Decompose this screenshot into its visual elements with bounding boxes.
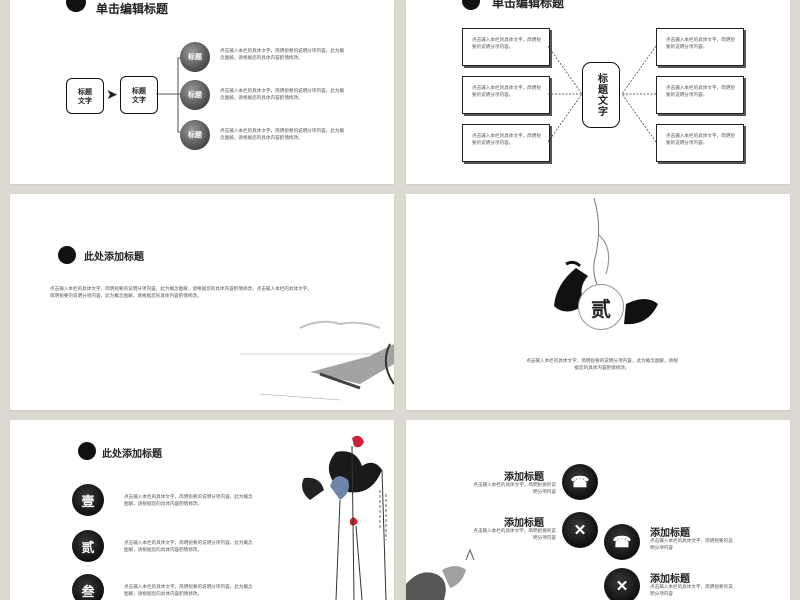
node-2-text: 点击输入本栏的具体文字，简明扼要的说明分项内容，此为概 念图解，请根据您的具体内… — [220, 89, 345, 101]
number-circle-3: 叁 — [72, 574, 104, 600]
number-circle-1: 壹 — [72, 484, 104, 516]
right-box-1: 点击输入本栏的具体文字，简明扼要的说明分项内容。 — [656, 28, 744, 66]
phone-icon: ☎ — [562, 464, 598, 500]
phone-icon: ☎ — [604, 524, 640, 560]
slide-2-title: 单击编辑标题 — [492, 0, 565, 10]
item-4-title: 添加标题 — [650, 574, 690, 585]
item-1-text: 点击输入本栏的具体文字，简明扼要的说 明分项内容 — [473, 483, 556, 495]
item-3-title: 添加标题 — [650, 528, 690, 539]
slide-1-box-left: 标题 文字 — [66, 78, 104, 114]
slide-3-body: 点击输入本栏的具体文字，简明扼要的说明分项内容，此为概念图解，请根据您的具体内容… — [50, 287, 312, 299]
item-2-text: 点击输入本栏的具体文字，简明扼要的说明分项内容，此为概念 图解，请根据您的具体内… — [124, 541, 253, 553]
ink-landscape-image — [240, 320, 394, 401]
right-box-2: 点击输入本栏的具体文字，简明扼要的说明分项内容。 — [656, 76, 744, 114]
ink-horses-image — [406, 548, 475, 600]
number-circle-2: 贰 — [72, 530, 104, 562]
slide-5-thumbnail[interactable]: 此处添加标题 壹 贰 叁 点击输入本栏的具体文字，简明扼要的说明分项内容，此为概… — [10, 420, 394, 600]
right-box-3: 点击输入本栏的具体文字，简明扼要的说明分项内容。 — [656, 124, 744, 162]
ink-splash-icon — [66, 0, 86, 12]
node-2: 标题 — [180, 80, 210, 110]
tools-icon: ✕ — [562, 512, 598, 548]
slide-3-title: 此处添加标题 — [84, 252, 144, 263]
arrow-right-icon: ➤ — [106, 87, 118, 103]
ink-splash-icon — [78, 442, 96, 460]
item-3-text: 点击输入本栏的具体文字，简明扼要的说 明分项内容 — [650, 539, 733, 551]
item-3-text: 点击输入本栏的具体文字，简明扼要的说明分项内容，此为概念 图解，请根据您的具体内… — [124, 585, 253, 597]
slide-1-box-mid: 标题 文字 — [120, 76, 158, 114]
node-3: 标题 — [180, 120, 210, 150]
slide-3-thumbnail[interactable]: 此处添加标题 点击输入本栏的具体文字，简明扼要的说明分项内容，此为概念图解，请根… — [10, 194, 394, 410]
number-circle: 贰 — [578, 284, 624, 330]
node-1: 标题 — [180, 42, 210, 72]
slide-5-title: 此处添加标题 — [102, 449, 162, 460]
item-1-text: 点击输入本栏的具体文字，简明扼要的说明分项内容，此为概念 图解，请根据您的具体内… — [124, 495, 253, 507]
node-1-text: 点击输入本栏的具体文字，简明扼要的说明分项内容，此为概 念图解，请根据您的具体内… — [220, 49, 345, 61]
item-1-title: 添加标题 — [504, 472, 544, 483]
slide-2-thumbnail[interactable]: 单击编辑标题 点击输入本栏的具体文字，简明扼要的说明分项内容。 点击输入本栏的具… — [406, 0, 790, 184]
slide-4-thumbnail[interactable]: 贰 点击输入本栏的具体文字，简明扼要的说明分项内容，此为概念图解，请根 据您的具… — [406, 194, 790, 410]
item-2-title: 添加标题 — [504, 518, 544, 529]
item-2-text: 点击输入本栏的具体文字，简明扼要的说 明分项内容 — [473, 529, 556, 541]
left-box-1: 点击输入本栏的具体文字，简明扼要的说明分项内容。 — [462, 28, 550, 66]
slide-4-text: 点击输入本栏的具体文字，简明扼要的说明分项内容，此为概念图解，请根 据您的具体内… — [526, 359, 678, 371]
left-box-2: 点击输入本栏的具体文字，简明扼要的说明分项内容。 — [462, 76, 550, 114]
slide-4-number: 贰 — [591, 296, 611, 321]
center-title-box: 标题文字 — [582, 62, 620, 128]
ink-splash-icon — [462, 0, 480, 10]
left-box-3: 点击输入本栏的具体文字，简明扼要的说明分项内容。 — [462, 124, 550, 162]
lotus-painting-image — [302, 435, 387, 600]
slide-1-thumbnail[interactable]: 单击编辑标题 标题 文字 ➤ 标题 文字 标题 标题 标题 点击输入本栏的具体文… — [10, 0, 394, 184]
node-3-text: 点击输入本栏的具体文字，简明扼要的说明分项内容，此为概 念图解，请根据您的具体内… — [220, 129, 345, 141]
ink-splash-icon — [58, 246, 76, 264]
tools-icon: ✕ — [604, 568, 640, 600]
slide-6-thumbnail[interactable]: 添加标题 点击输入本栏的具体文字，简明扼要的说 明分项内容 添加标题 点击输入本… — [406, 420, 790, 600]
center-title: 标题文字 — [595, 73, 607, 117]
item-4-text: 点击输入本栏的具体文字，简明扼要的说 明分项内容 — [650, 585, 733, 597]
slide-1-title: 单击编辑标题 — [96, 2, 169, 16]
connector-lines — [548, 45, 656, 143]
